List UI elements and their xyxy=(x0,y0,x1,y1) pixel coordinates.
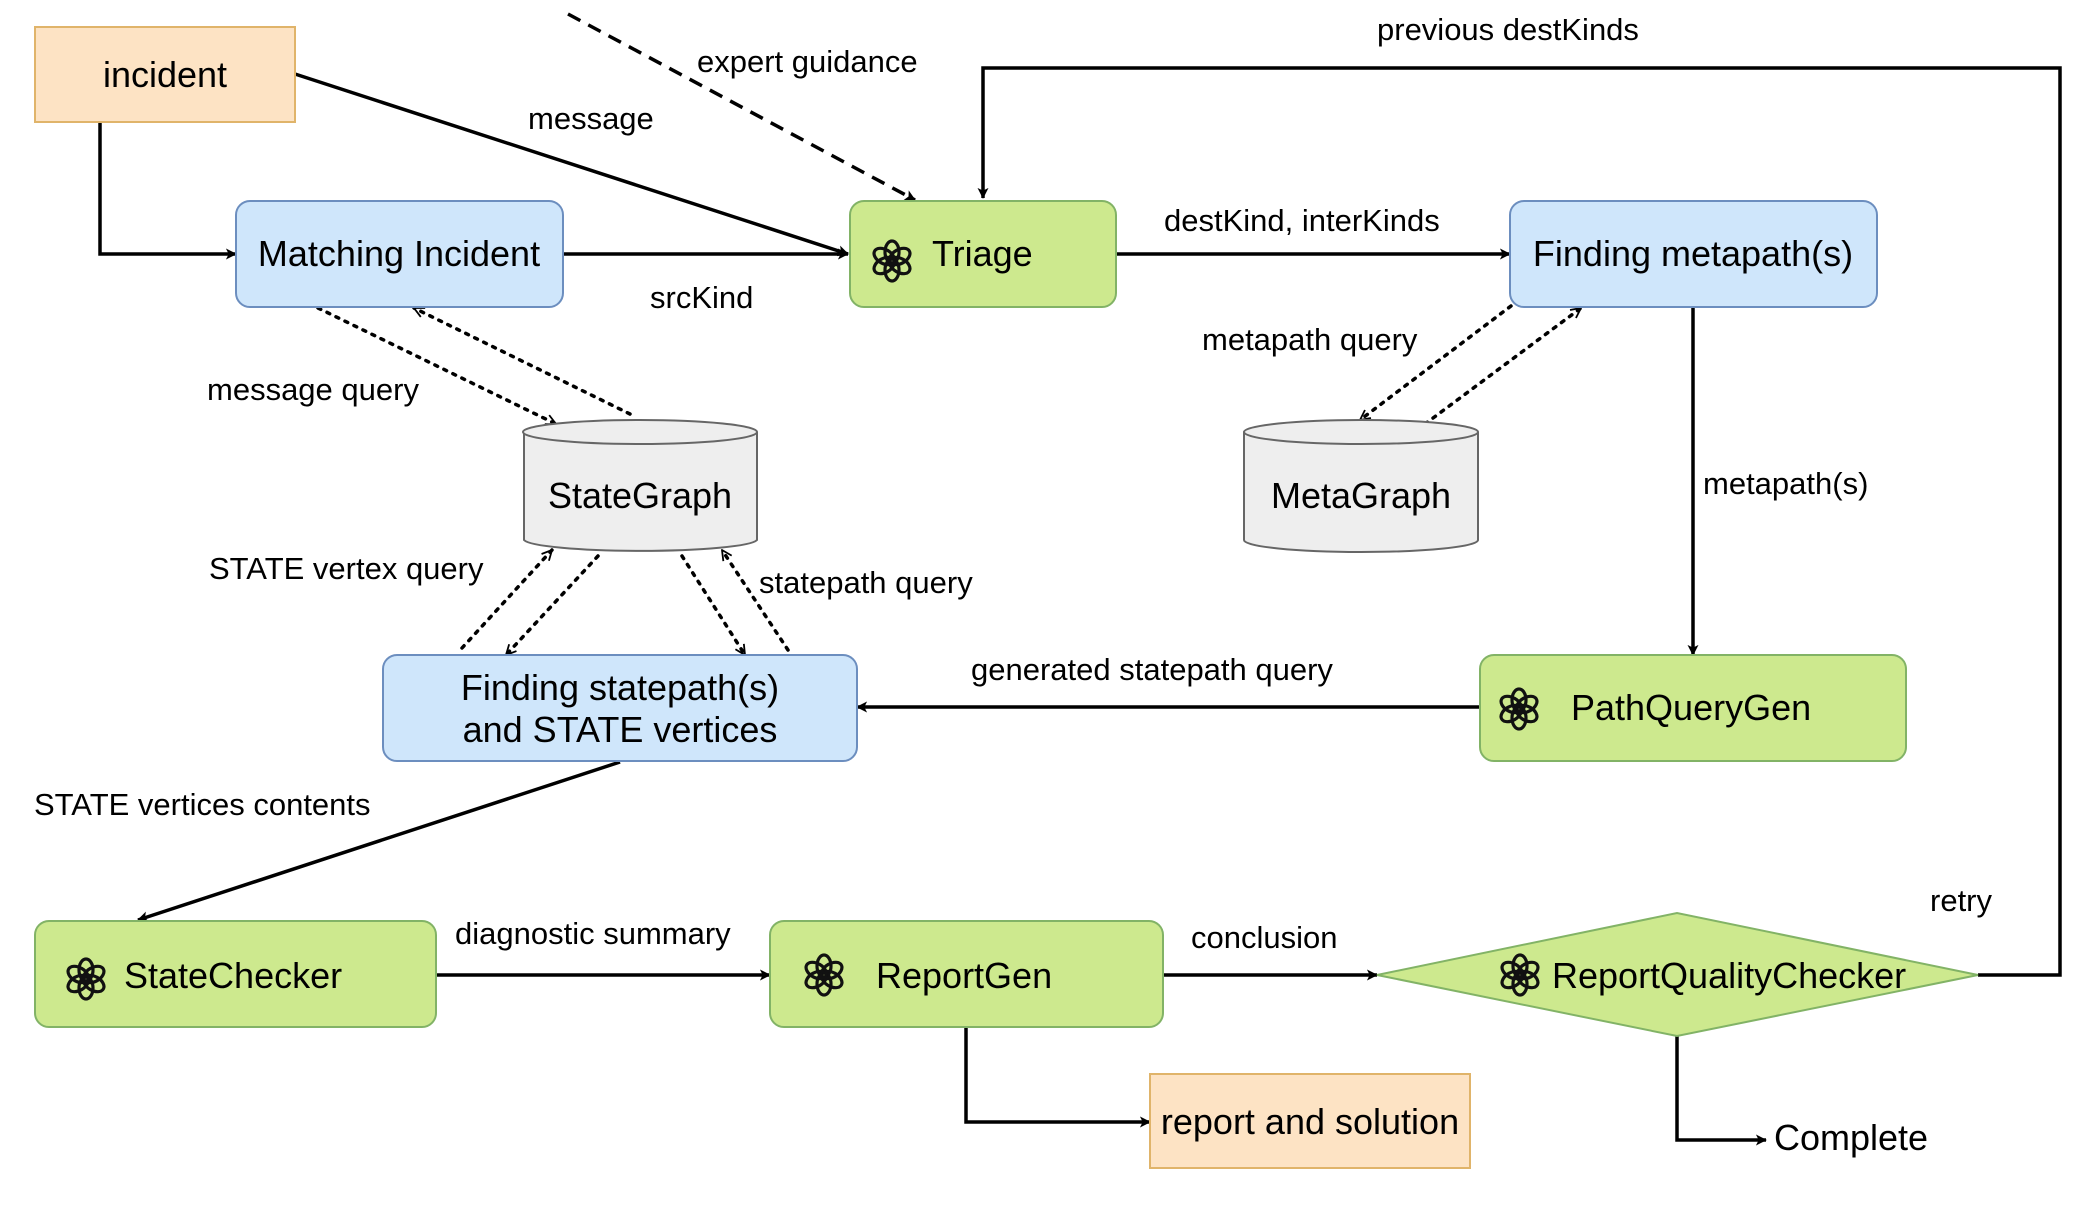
retry-label: retry xyxy=(1930,883,1993,918)
state-vertex-query-label: STATE vertex query xyxy=(209,551,484,586)
triage-node: Triage xyxy=(849,200,1117,308)
edge-retry-loop xyxy=(977,66,2062,977)
edge-message-query-out xyxy=(316,306,556,426)
message-query-label: message query xyxy=(207,372,419,407)
stategraph-label: StateGraph xyxy=(548,475,732,516)
reportqualitychecker-label: ReportQualityChecker xyxy=(1552,955,1906,996)
edge-expert-guidance xyxy=(567,12,916,202)
reportqualitychecker-node: ReportQualityChecker xyxy=(1376,911,1979,1038)
metapath-query-label: metapath query xyxy=(1202,322,1418,357)
incident-label: incident xyxy=(103,54,227,95)
report-solution-label: report and solution xyxy=(1161,1101,1459,1142)
reportgen-node: ReportGen xyxy=(769,920,1164,1028)
metagraph-datastore: MetaGraph xyxy=(1243,419,1479,553)
message-label: message xyxy=(528,101,654,136)
matching-incident-label: Matching Incident xyxy=(258,233,540,274)
edge-statepath-query-out xyxy=(680,554,747,657)
diagnostic-summary-label: diagnostic summary xyxy=(455,916,731,951)
edge-qualitychecker-to-complete xyxy=(1675,1036,1767,1146)
edge-statepath-to-statechecker xyxy=(137,760,621,923)
edge-metapath-query-back xyxy=(1423,306,1583,426)
pathquerygen-label: PathQueryGen xyxy=(1571,687,1811,728)
edge-reportgen-to-report xyxy=(964,1028,1151,1128)
src-kind-label: srcKind xyxy=(650,280,753,315)
edge-statepath-query-back xyxy=(720,548,790,652)
stategraph-datastore: StateGraph xyxy=(522,419,758,552)
edge-incident-to-matching xyxy=(98,122,237,260)
report-solution-node: report and solution xyxy=(1149,1073,1471,1169)
finding-metapath-node: Finding metapath(s) xyxy=(1509,200,1878,308)
edge-state-vertex-query-back xyxy=(504,554,600,657)
statechecker-node: StateChecker xyxy=(34,920,437,1028)
finding-metapath-label: Finding metapath(s) xyxy=(1533,233,1853,274)
finding-statepath-label-line2: and STATE vertices xyxy=(463,709,778,750)
finding-statepath-node: Finding statepath(s) and STATE vertices xyxy=(382,654,858,762)
metagraph-label: MetaGraph xyxy=(1271,475,1451,516)
complete-label: Complete xyxy=(1774,1117,1928,1158)
incident-node: incident xyxy=(34,26,296,123)
conclusion-label: conclusion xyxy=(1191,920,1337,955)
triage-label: Triage xyxy=(932,233,1033,274)
reportgen-label: ReportGen xyxy=(876,955,1052,996)
dest-inter-kinds-label: destKind, interKinds xyxy=(1164,203,1440,238)
previous-dest-kinds-label: previous destKinds xyxy=(1377,12,1639,47)
edge-message xyxy=(294,72,849,257)
statepath-query-label: statepath query xyxy=(759,565,973,600)
edge-metapath-query-out xyxy=(1358,304,1513,422)
finding-statepath-label-line1: Finding statepath(s) xyxy=(461,667,779,708)
expert-guidance-label: expert guidance xyxy=(697,44,918,79)
matching-incident-node: Matching Incident xyxy=(235,200,564,308)
edge-state-vertex-query-out xyxy=(460,548,554,650)
generated-statepath-query-label: generated statepath query xyxy=(971,652,1333,687)
statechecker-label: StateChecker xyxy=(124,955,342,996)
metapaths-label: metapath(s) xyxy=(1703,466,1868,501)
state-vertices-contents-label: STATE vertices contents xyxy=(34,787,371,822)
edge-message-query-back xyxy=(414,306,632,416)
pathquerygen-node: PathQueryGen xyxy=(1479,654,1907,762)
